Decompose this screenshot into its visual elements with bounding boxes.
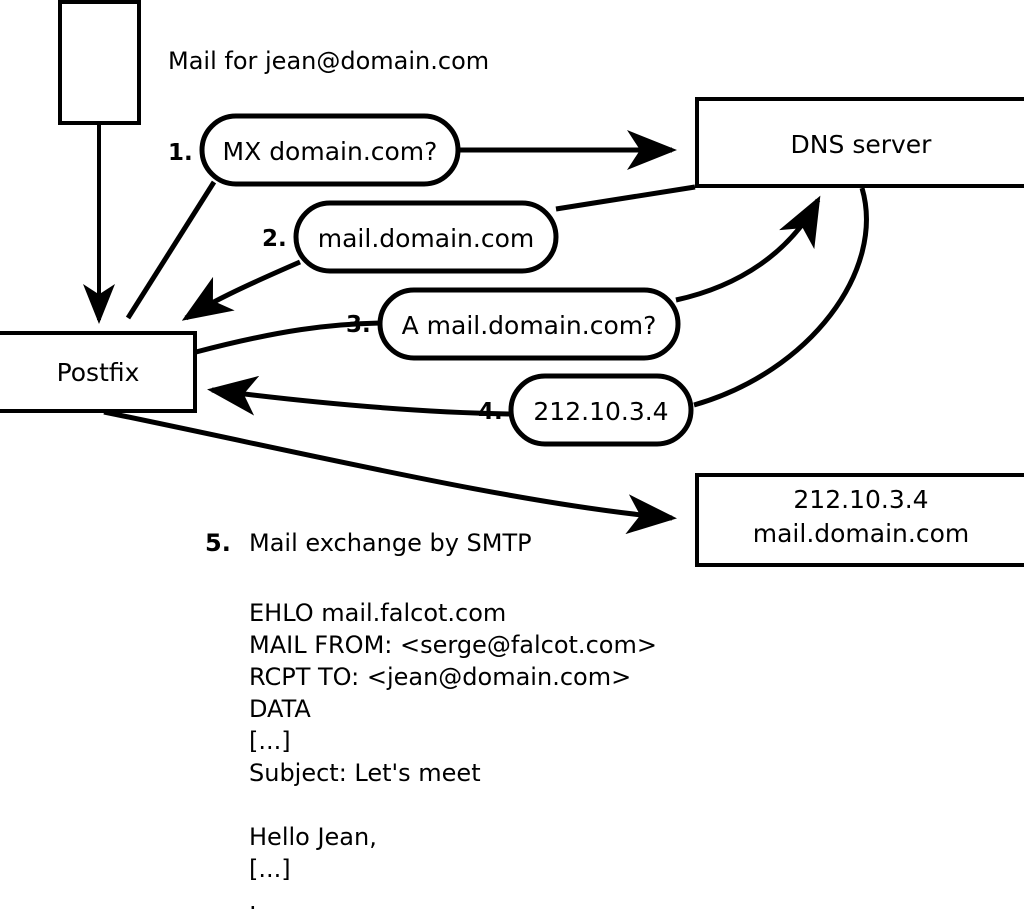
smtp-line: [...] bbox=[249, 855, 291, 883]
dns-server-box: DNS server bbox=[695, 97, 1024, 188]
step-4-number: 4. bbox=[478, 399, 503, 425]
step-3-bubble: 3. A mail.domain.com? bbox=[346, 287, 681, 361]
target-box-host-label: mail.domain.com bbox=[753, 519, 969, 548]
edge-step2-answer bbox=[181, 184, 696, 321]
step-1-label: MX domain.com? bbox=[223, 137, 438, 166]
smtp-transcript: EHLO mail.falcot.com MAIL FROM: <serge@f… bbox=[249, 599, 657, 915]
step-1-number: 1. bbox=[168, 140, 193, 166]
step-1-bubble: 1. MX domain.com? bbox=[168, 113, 461, 187]
step-5-number: 5. bbox=[205, 529, 231, 557]
sender-box bbox=[58, 0, 141, 125]
edge-step3-query bbox=[195, 195, 821, 355]
step-5-label: Mail exchange by SMTP bbox=[249, 529, 532, 557]
postfix-box-label: Postfix bbox=[57, 358, 140, 387]
smtp-line: RCPT TO: <jean@domain.com> bbox=[249, 663, 631, 691]
step-2-label: mail.domain.com bbox=[318, 224, 534, 253]
postfix-box: Postfix bbox=[0, 331, 197, 413]
target-box-ip-label: 212.10.3.4 bbox=[793, 485, 928, 514]
smtp-line: EHLO mail.falcot.com bbox=[249, 599, 506, 627]
step-4-label: 212.10.3.4 bbox=[533, 397, 668, 426]
smtp-line: DATA bbox=[249, 695, 311, 723]
step-2-number: 2. bbox=[262, 226, 287, 252]
edge-step1-query bbox=[125, 130, 677, 320]
step-3-number: 3. bbox=[346, 312, 371, 338]
smtp-line: . bbox=[249, 887, 257, 915]
step-3-label: A mail.domain.com? bbox=[402, 311, 657, 340]
edge-step4-answer bbox=[207, 187, 869, 417]
step-4-bubble: 4. 212.10.3.4 bbox=[478, 373, 694, 447]
mail-for-caption: Mail for jean@domain.com bbox=[168, 47, 489, 75]
step-5-heading: 5. Mail exchange by SMTP bbox=[205, 529, 532, 557]
smtp-line: MAIL FROM: <serge@falcot.com> bbox=[249, 631, 657, 659]
dns-server-box-label: DNS server bbox=[791, 130, 933, 159]
smtp-line: Hello Jean, bbox=[249, 823, 377, 851]
edge-step5-smtp bbox=[103, 409, 677, 535]
smtp-line: [...] bbox=[249, 727, 291, 755]
smtp-line: Subject: Let's meet bbox=[249, 759, 481, 787]
target-mail-server-box: 212.10.3.4 mail.domain.com bbox=[695, 473, 1024, 567]
step-2-bubble: 2. mail.domain.com bbox=[262, 200, 559, 274]
